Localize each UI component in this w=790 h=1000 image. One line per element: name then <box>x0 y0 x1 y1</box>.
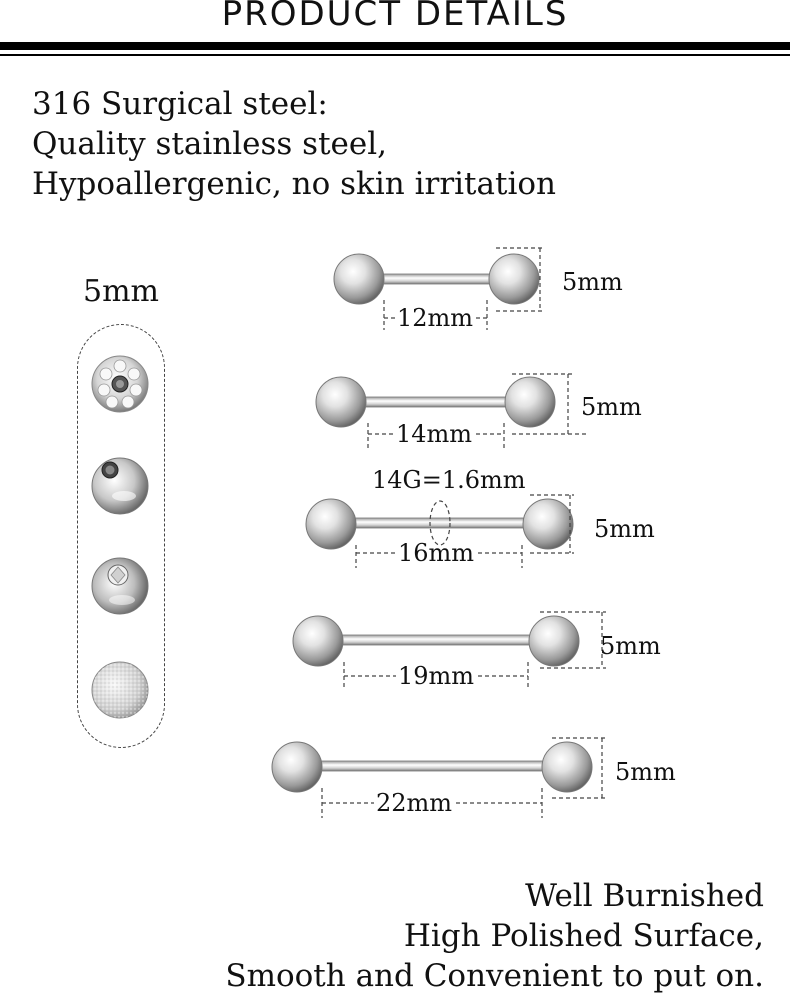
barbell-12mm <box>333 247 544 330</box>
barbell-19mm-length: 19mm <box>398 662 474 690</box>
crystal-ball-icon <box>90 354 150 414</box>
finish-line-3: Smooth and Convenient to put on. <box>225 958 764 994</box>
barbell-16mm-ball-size: 5mm <box>594 515 655 543</box>
ball-size-label: 5mm <box>83 274 159 309</box>
barbell-14mm-length: 14mm <box>396 420 472 448</box>
finish-line-2: High Polished Surface, <box>403 918 764 954</box>
material-line-3: Hypoallergenic, no skin irritation <box>32 166 556 202</box>
page-title: PRODUCT DETAILS <box>221 0 569 34</box>
gauge-label: 14G=1.6mm <box>372 466 526 494</box>
ball-ends-capsule <box>77 324 165 748</box>
barbell-12mm-ball-size: 5mm <box>562 268 623 296</box>
frosted-ball-icon <box>90 660 150 720</box>
barbell-19mm <box>292 611 606 690</box>
header-rule-thick <box>0 42 790 50</box>
barbell-16mm-length: 16mm <box>398 539 474 567</box>
material-line-2: Quality stainless steel, <box>32 126 388 162</box>
threaded-steel-ball-icon <box>90 456 150 516</box>
barbell-14mm-ball-size: 5mm <box>581 393 642 421</box>
barbell-16mm <box>305 494 574 568</box>
barbell-22mm-ball-size: 5mm <box>615 758 676 786</box>
barbell-14mm <box>315 373 586 448</box>
barbell-12mm-length: 12mm <box>397 304 473 332</box>
gauge-circle-marker <box>429 500 451 546</box>
finish-line-1: Well Burnished <box>525 878 764 914</box>
gem-steel-ball-icon <box>90 556 150 616</box>
finish-description: Well Burnished High Polished Surface, Sm… <box>225 876 764 996</box>
barbell-22mm-length: 22mm <box>376 789 452 817</box>
barbell-22mm <box>271 737 606 818</box>
material-line-1: 316 Surgical steel: <box>32 86 328 122</box>
header-rule-thin <box>0 54 790 56</box>
material-description: 316 Surgical steel: Quality stainless st… <box>32 84 556 204</box>
barbell-19mm-ball-size: 5mm <box>600 632 661 660</box>
